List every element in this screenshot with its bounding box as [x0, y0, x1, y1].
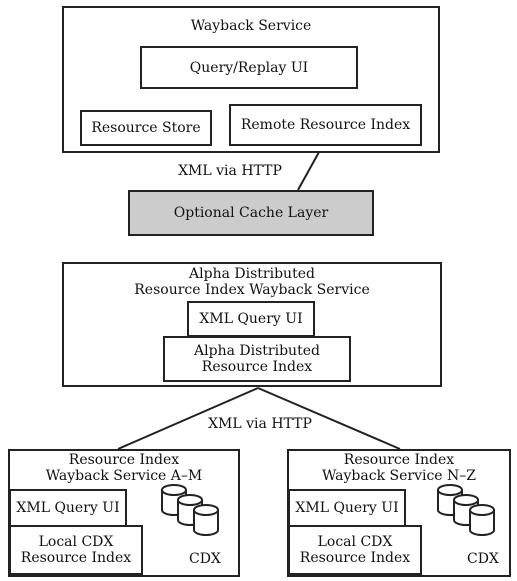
service-nz-title: Resource Index Wayback Service N–Z — [321, 452, 477, 484]
resource-store-label: Resource Store — [91, 120, 201, 136]
connector-top-label: XML via HTTP — [178, 163, 282, 179]
cache-layer-box: Optional Cache Layer — [128, 190, 374, 236]
service-nz-cdx-database-icon — [437, 484, 495, 536]
connector-bottom-label: XML via HTTP — [208, 416, 312, 432]
query-replay-ui-box: Query/Replay UI — [140, 46, 358, 89]
connector-alpha-to-service-am — [117, 387, 259, 450]
service-am-title: Resource Index Wayback Service A–M — [45, 452, 203, 484]
alpha-xml-query-ui-label: XML Query UI — [199, 311, 303, 327]
service-am-local-index-label: Local CDX Resource Index — [20, 534, 132, 566]
service-am-cdx-label: CDX — [189, 551, 221, 567]
remote-resource-index-label: Remote Resource Index — [240, 117, 411, 133]
alpha-index-label: Alpha Distributed Resource Index — [194, 343, 320, 375]
service-nz-xml-query-ui-label: XML Query UI — [295, 500, 399, 516]
alpha-index-box: Alpha Distributed Resource Index — [163, 336, 351, 382]
service-nz-xml-query-ui-box: XML Query UI — [288, 489, 406, 527]
remote-resource-index-box: Remote Resource Index — [229, 104, 422, 146]
service-am-cdx-database-icon — [161, 484, 219, 536]
service-am-xml-query-ui-box: XML Query UI — [9, 489, 127, 527]
service-nz-cdx-label: CDX — [467, 551, 499, 567]
service-am-local-index-box: Local CDX Resource Index — [9, 525, 143, 575]
service-am-xml-query-ui-label: XML Query UI — [16, 500, 120, 516]
query-replay-ui-label: Query/Replay UI — [189, 59, 309, 76]
alpha-xml-query-ui-box: XML Query UI — [187, 301, 315, 337]
wayback-service-title: Wayback Service — [190, 18, 312, 34]
cache-layer-label: Optional Cache Layer — [173, 205, 329, 221]
service-nz-local-index-box: Local CDX Resource Index — [288, 525, 422, 575]
alpha-service-title: Alpha Distributed Resource Index Wayback… — [134, 266, 370, 298]
service-nz-local-index-label: Local CDX Resource Index — [299, 534, 411, 566]
connector-alpha-to-service-nz — [257, 387, 401, 450]
resource-store-box: Resource Store — [80, 110, 212, 146]
